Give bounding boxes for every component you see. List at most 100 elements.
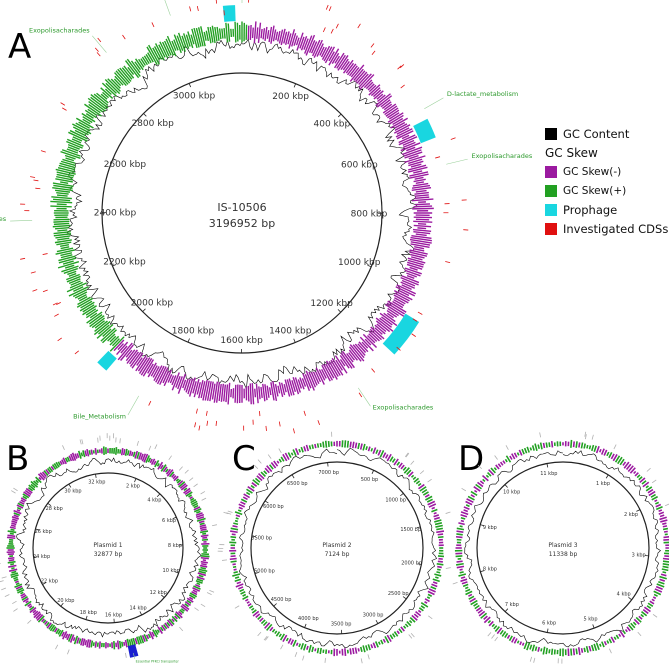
gc-skew-bar	[70, 280, 81, 286]
tick-label: 1000 bp	[385, 497, 406, 503]
tick-mark	[264, 500, 269, 504]
gc-skew-bar	[141, 635, 146, 642]
gc-skew-bar	[187, 378, 194, 395]
gc-skew-bar	[288, 29, 296, 49]
gc-skew-bar	[459, 568, 463, 571]
gc-skew-bar	[156, 366, 167, 385]
gc-skew-bar	[424, 598, 430, 603]
gc-skew-bar	[659, 514, 665, 518]
gc-skew-bar	[662, 522, 667, 525]
gc-skew-bar	[400, 464, 405, 470]
gc-skew-bar	[214, 26, 218, 42]
gc-skew-bar	[60, 252, 73, 257]
gc-skew-bar	[126, 58, 141, 77]
gc-skew-bar	[632, 621, 637, 626]
gc-skew-bar	[614, 455, 621, 463]
gc-skew-bar	[77, 296, 91, 306]
gc-skew-bar	[199, 522, 205, 526]
gc-skew-bar	[331, 357, 344, 376]
gc-skew-bar	[79, 301, 95, 312]
gc-skew-bar	[432, 581, 438, 585]
gc-skew-bar	[287, 33, 292, 45]
gc-skew-bar	[58, 629, 64, 637]
gc-skew-bar	[56, 194, 68, 197]
gc-skew-bar	[200, 534, 209, 538]
gc-skew-bar	[181, 603, 190, 611]
gc-skew-bar	[69, 129, 88, 140]
gc-skew-bar	[406, 274, 415, 279]
gc-skew-bar	[138, 58, 145, 68]
gc-skew-bar	[340, 352, 353, 369]
tick-mark	[504, 608, 509, 612]
gc-skew-bar	[663, 536, 669, 539]
gc-skew-bar	[370, 644, 374, 649]
gc-skew-bar	[456, 527, 465, 531]
cds-mark	[193, 483, 198, 488]
gc-skew-bar	[237, 509, 242, 513]
gc-skew-bar	[11, 570, 17, 574]
gc-skew-bar	[537, 444, 540, 449]
gc-skew-bar	[100, 327, 116, 342]
gc-skew-bar	[35, 476, 42, 484]
gc-skew-bar	[365, 645, 369, 651]
cds-mark	[445, 567, 451, 569]
gc-skew-bar	[367, 644, 371, 651]
gc-skew-bar	[376, 95, 393, 108]
gc-skew-bar	[359, 336, 374, 352]
gc-skew-bar	[264, 384, 268, 401]
gc-skew-bar	[27, 603, 32, 608]
gc-skew-bar	[274, 630, 278, 635]
gc-skew-bar	[540, 648, 543, 652]
gc-skew-bar	[242, 595, 249, 601]
gc-skew-bar	[403, 467, 410, 474]
gc-skew-bar	[415, 189, 427, 193]
gc-skew-bar	[55, 235, 71, 239]
gc-skew-bar	[190, 34, 195, 45]
gc-skew-bar	[413, 220, 433, 223]
tick-mark	[304, 623, 307, 628]
gc-skew-bar	[321, 364, 331, 382]
gc-skew-bar	[374, 327, 383, 335]
gc-skew-bar	[415, 181, 424, 185]
legend-swatch-investigated-cds	[545, 222, 557, 235]
gc-skew-bar	[101, 82, 118, 97]
gc-skew-bar	[408, 619, 413, 624]
gc-skew-bar	[100, 93, 108, 100]
gc-skew-bar	[504, 632, 509, 638]
gc-skew-bar	[529, 644, 533, 650]
gc-skew-bar	[175, 478, 180, 482]
tick-label: 1600 kbp	[220, 336, 263, 346]
gc-skew-bar	[396, 630, 400, 635]
gc-skew-bar	[160, 464, 167, 472]
prophage-block	[413, 118, 436, 144]
gc-skew-bar	[132, 637, 136, 646]
gc-skew-bar	[172, 475, 177, 480]
gc-skew-bar	[320, 46, 328, 58]
gc-skew-bar	[35, 479, 39, 484]
gc-skew-bar	[136, 451, 140, 459]
gc-skew-bar	[253, 21, 257, 44]
gc-skew-bar	[411, 187, 432, 191]
gc-skew-bar	[196, 517, 206, 522]
gc-skew-bar	[72, 637, 76, 642]
gc-skew-bar	[396, 284, 417, 295]
gc-skew-bar	[188, 594, 196, 600]
gc-skew-bar	[311, 444, 314, 449]
cds-mark	[151, 22, 155, 28]
gc-skew-bar	[319, 647, 322, 655]
gc-skew-bar	[199, 526, 207, 530]
cds-track	[445, 431, 669, 664]
gc-skew-bar	[461, 581, 468, 585]
gc-skew-bar	[119, 67, 132, 82]
gc-skew-bar	[73, 635, 79, 645]
gc-skew-bar	[550, 440, 554, 448]
tick-mark	[293, 338, 296, 343]
gc-skew-bar	[516, 640, 520, 644]
gc-skew-bar	[129, 351, 142, 367]
cds-mark	[194, 607, 199, 611]
gc-skew-bar	[377, 449, 382, 456]
gc-skew-bar	[7, 534, 16, 538]
prophage-block	[97, 350, 117, 371]
gc-skew-bar	[396, 461, 401, 466]
gc-skew-bar	[599, 643, 602, 647]
